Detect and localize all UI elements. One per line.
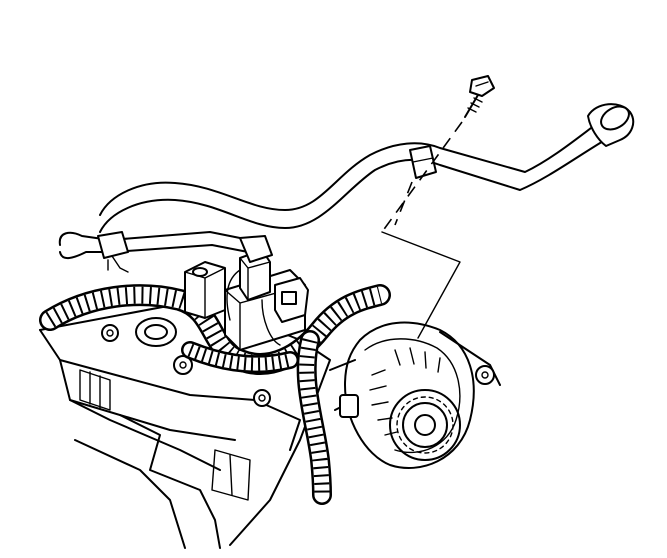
leader-lines (107, 121, 463, 339)
tube-bracket (409, 145, 437, 179)
alternator (329, 321, 501, 469)
bolt (464, 75, 495, 118)
engine-block (39, 299, 331, 549)
wiring-harness (39, 284, 391, 505)
connector-assembly (184, 249, 309, 351)
dipstick-tube (99, 103, 635, 233)
pcv-hose (58, 231, 273, 273)
alternator-bolt (475, 365, 495, 385)
bolt-1 (101, 324, 119, 342)
bolt-3 (253, 389, 271, 407)
bolt-2 (173, 355, 193, 375)
